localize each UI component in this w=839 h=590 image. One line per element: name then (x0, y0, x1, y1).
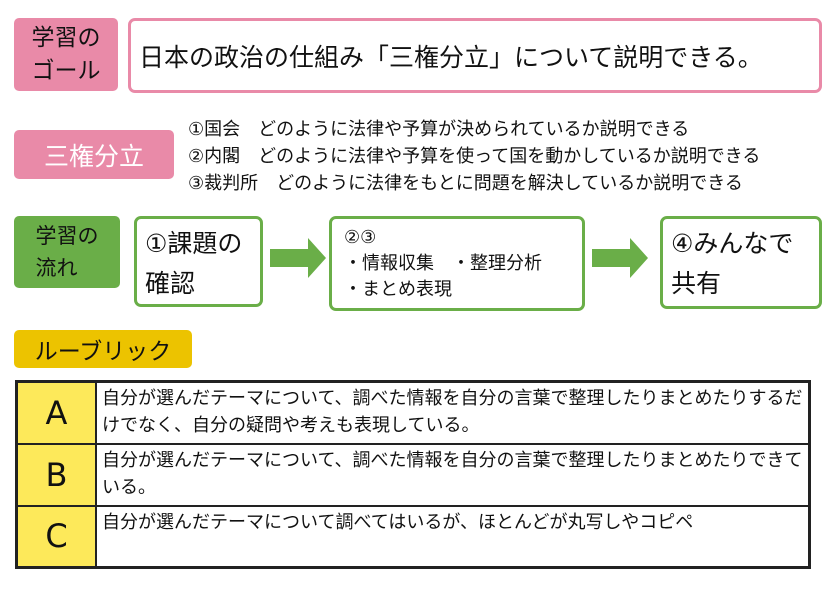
sanken-item: ②内閣 どのように法律や予算を使って国を動かしているか説明できる (188, 146, 761, 167)
rubric-label: ルーブリック (14, 330, 192, 368)
grade-cell: C (15, 504, 97, 569)
flow-step2-item: ・まとめ表現 (344, 279, 452, 300)
arrow-right-icon (270, 238, 326, 278)
goal-text: 日本の政治の仕組み「三権分立」について説明できる。 (128, 18, 822, 93)
flow-label: 学習の 流れ (14, 216, 120, 288)
grade-cell: A (15, 380, 97, 445)
grade-cell: B (15, 442, 97, 507)
arrow-right-icon (592, 238, 648, 278)
table-row: C 自分が選んだテーマについて調べてはいるが、ほとんどが丸写しやコピペ (15, 504, 811, 569)
flow-step2: ②③ ・情報収集 ・整理分析 ・まとめ表現 (329, 216, 585, 311)
flow-step2-title: ②③ (344, 227, 377, 248)
flow-step1: ①課題の 確認 (134, 216, 263, 307)
sanken-label: 三権分立 (14, 130, 174, 179)
criteria-cell: 自分が選んだテーマについて、調べた情報を自分の言葉で整理したりまとめたりするだけ… (95, 380, 811, 445)
sanken-list: ①国会 どのように法律や予算が決められているか説明できる ②内閣 どのように法律… (188, 116, 760, 197)
flow-step3: ④みんなで 共有 (660, 216, 822, 309)
criteria-cell: 自分が選んだテーマについて、調べた情報を自分の言葉で整理したりまとめたりできてい… (95, 442, 811, 507)
flow-step2-item: ・情報収集 ・整理分析 (344, 253, 542, 274)
table-row: A 自分が選んだテーマについて、調べた情報を自分の言葉で整理したりまとめたりする… (15, 380, 811, 445)
criteria-cell: 自分が選んだテーマについて調べてはいるが、ほとんどが丸写しやコピペ (95, 504, 811, 569)
sanken-item: ③裁判所 どのように法律をもとに問題を解決しているか説明できる (188, 173, 743, 194)
goal-label: 学習の ゴール (14, 18, 118, 91)
rubric-table: A 自分が選んだテーマについて、調べた情報を自分の言葉で整理したりまとめたりする… (15, 380, 811, 569)
sanken-item: ①国会 どのように法律や予算が決められているか説明できる (188, 119, 690, 140)
table-row: B 自分が選んだテーマについて、調べた情報を自分の言葉で整理したりまとめたりでき… (15, 442, 811, 507)
